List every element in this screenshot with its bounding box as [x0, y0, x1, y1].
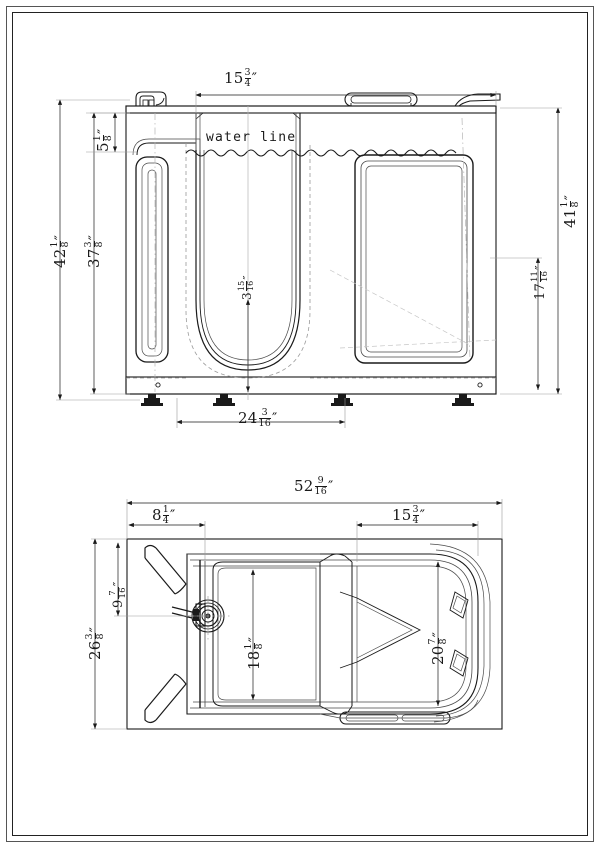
plan-view — [91, 499, 503, 730]
tub-foot — [213, 394, 235, 406]
door-panel-plan — [193, 560, 206, 708]
tub-foot — [141, 394, 163, 406]
vertical-grab-bar — [135, 156, 169, 363]
faucet-icon — [135, 91, 167, 107]
sheet-border-outer — [6, 6, 594, 842]
jet-icon — [449, 591, 469, 619]
angled-grab-bar — [144, 673, 187, 724]
water-line-label: water line — [206, 130, 297, 145]
tub-foot — [331, 394, 353, 406]
tub-foot — [452, 394, 474, 406]
angled-grab-bar — [144, 544, 187, 595]
door-panel — [354, 154, 474, 364]
spout-icon — [453, 93, 501, 107]
sheet-border-inner — [12, 12, 588, 836]
jet-icon — [449, 649, 469, 677]
water-line-wave — [185, 149, 457, 157]
elevation-view — [56, 91, 562, 428]
